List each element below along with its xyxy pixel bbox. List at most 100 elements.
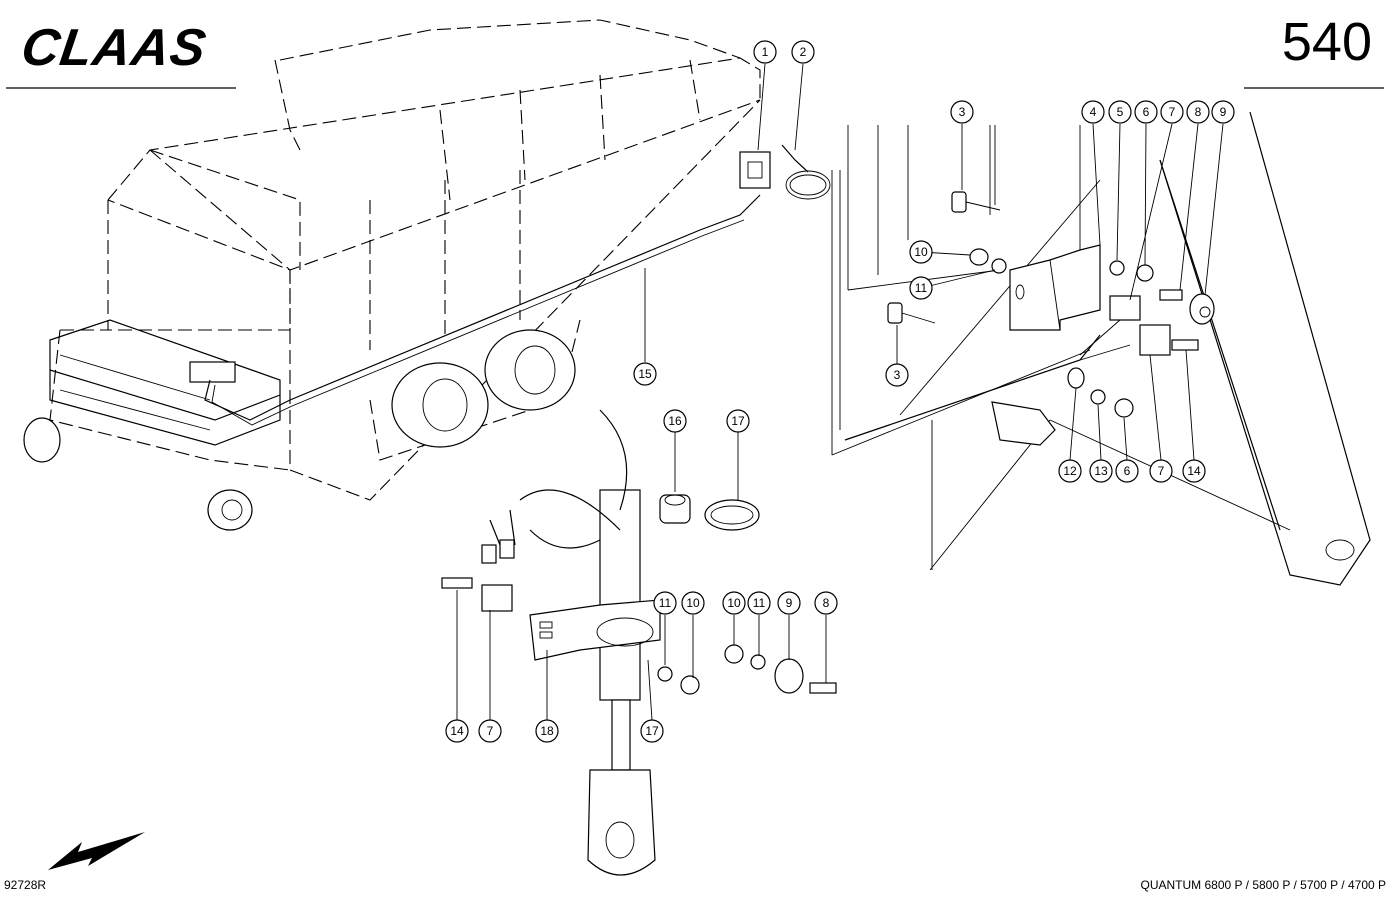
svg-text:3: 3 bbox=[894, 368, 901, 382]
washer-11-lower bbox=[657, 666, 673, 682]
svg-text:10: 10 bbox=[914, 245, 928, 259]
svg-text:13: 13 bbox=[1094, 464, 1108, 478]
cable-clip bbox=[739, 151, 771, 189]
spacer-16 bbox=[659, 494, 691, 524]
cylinder-stub bbox=[991, 401, 1056, 446]
bolt-14-lower bbox=[441, 577, 473, 589]
bolt-14 bbox=[1171, 339, 1199, 351]
front-drawbar bbox=[49, 319, 281, 446]
svg-text:17: 17 bbox=[645, 724, 659, 738]
callout-15: 15 bbox=[633, 362, 657, 386]
sensor-cable bbox=[204, 194, 761, 421]
nut-10 bbox=[969, 248, 989, 266]
svg-text:1: 1 bbox=[762, 45, 769, 59]
washer-5 bbox=[1109, 260, 1125, 276]
bolt-lower bbox=[887, 302, 936, 324]
nut-10-lower bbox=[680, 675, 700, 695]
sensor-bracket bbox=[1009, 244, 1101, 331]
svg-text:11: 11 bbox=[753, 596, 766, 610]
callout-13: 13 bbox=[1089, 459, 1113, 483]
callout-17-top: 17 bbox=[726, 409, 750, 433]
callout-3-top: 3 bbox=[950, 100, 974, 124]
svg-text:5: 5 bbox=[1117, 105, 1124, 119]
mounting-bracket bbox=[529, 599, 661, 661]
callout-12: 12 bbox=[1058, 459, 1082, 483]
spacer-9 bbox=[1189, 293, 1215, 325]
svg-text:11: 11 bbox=[915, 281, 928, 295]
svg-text:4: 4 bbox=[1090, 105, 1097, 119]
callout-9-top: 9 bbox=[1211, 100, 1235, 124]
bolt-8 bbox=[1159, 289, 1183, 301]
callout-10-bracket: 10 bbox=[681, 591, 705, 615]
svg-text:14: 14 bbox=[1187, 464, 1201, 478]
svg-text:17: 17 bbox=[731, 414, 745, 428]
washer-11 bbox=[991, 258, 1007, 274]
bolt-8-row bbox=[809, 682, 837, 694]
svg-text:6: 6 bbox=[1124, 464, 1131, 478]
svg-text:15: 15 bbox=[638, 367, 652, 381]
callout-11-row: 11 bbox=[747, 591, 771, 615]
svg-text:10: 10 bbox=[686, 596, 700, 610]
spacer-9-row bbox=[774, 658, 804, 694]
cylinder-assembly bbox=[481, 409, 656, 876]
svg-text:8: 8 bbox=[823, 596, 830, 610]
sensor-box bbox=[189, 361, 236, 383]
drawing-id: 92728R bbox=[4, 878, 47, 892]
callout-16: 16 bbox=[663, 409, 687, 433]
callout-10-row: 10 bbox=[722, 591, 746, 615]
washer-11-row bbox=[750, 654, 766, 670]
svg-text:6: 6 bbox=[1143, 105, 1150, 119]
callout-3-bottom: 3 bbox=[885, 363, 909, 387]
callout-11-top: 11 bbox=[909, 276, 933, 300]
callout-9-row: 9 bbox=[777, 591, 801, 615]
callout-18: 18 bbox=[535, 719, 559, 743]
model-list: QUANTUM 6800 P / 5800 P / 5700 P / 4700 … bbox=[1140, 878, 1386, 892]
switch-7-lower bbox=[481, 584, 513, 612]
callout-11-bracket: 11 bbox=[653, 591, 677, 615]
nut-6b bbox=[1114, 398, 1134, 418]
proximity-switch-lower bbox=[1139, 324, 1171, 356]
svg-text:18: 18 bbox=[540, 724, 554, 738]
svg-text:10: 10 bbox=[727, 596, 741, 610]
hose-clamp-17 bbox=[704, 499, 760, 531]
bolt-upper bbox=[951, 191, 1001, 213]
callout-17-lower: 17 bbox=[640, 719, 664, 743]
callout-1: 1 bbox=[753, 40, 777, 64]
callout-10-top: 10 bbox=[909, 240, 933, 264]
wagon-wheels bbox=[23, 329, 576, 531]
callout-4: 4 bbox=[1081, 100, 1105, 124]
callout-7-right: 7 bbox=[1149, 459, 1173, 483]
detail-view-frame bbox=[831, 111, 1371, 586]
callout-5: 5 bbox=[1108, 100, 1132, 124]
svg-text:7: 7 bbox=[1158, 464, 1165, 478]
callout-8-top: 8 bbox=[1186, 100, 1210, 124]
proximity-switch-upper bbox=[1109, 295, 1141, 321]
callout-6-top: 6 bbox=[1134, 100, 1158, 124]
grommet-12 bbox=[1067, 367, 1085, 389]
callout-6-bottom: 6 bbox=[1115, 459, 1139, 483]
cable-tie bbox=[781, 144, 831, 200]
svg-text:7: 7 bbox=[487, 724, 494, 738]
svg-text:14: 14 bbox=[450, 724, 464, 738]
svg-text:8: 8 bbox=[1195, 105, 1202, 119]
svg-text:9: 9 bbox=[786, 596, 793, 610]
svg-text:7: 7 bbox=[1169, 105, 1176, 119]
washer-13 bbox=[1090, 389, 1106, 405]
direction-arrow-icon bbox=[48, 832, 145, 870]
callout-2: 2 bbox=[791, 40, 815, 64]
svg-text:11: 11 bbox=[659, 596, 672, 610]
callout-7-top: 7 bbox=[1160, 100, 1184, 124]
nut-10-row bbox=[724, 644, 744, 664]
svg-text:3: 3 bbox=[959, 105, 966, 119]
page-number: 540 bbox=[1281, 12, 1372, 72]
callout-14-lower: 14 bbox=[445, 719, 469, 743]
callout-7-lower: 7 bbox=[478, 719, 502, 743]
svg-text:2: 2 bbox=[800, 45, 807, 59]
callout-8-row: 8 bbox=[814, 591, 838, 615]
callout-14-right: 14 bbox=[1182, 459, 1206, 483]
svg-text:16: 16 bbox=[668, 414, 682, 428]
svg-text:12: 12 bbox=[1063, 464, 1077, 478]
nut-6 bbox=[1136, 264, 1154, 282]
